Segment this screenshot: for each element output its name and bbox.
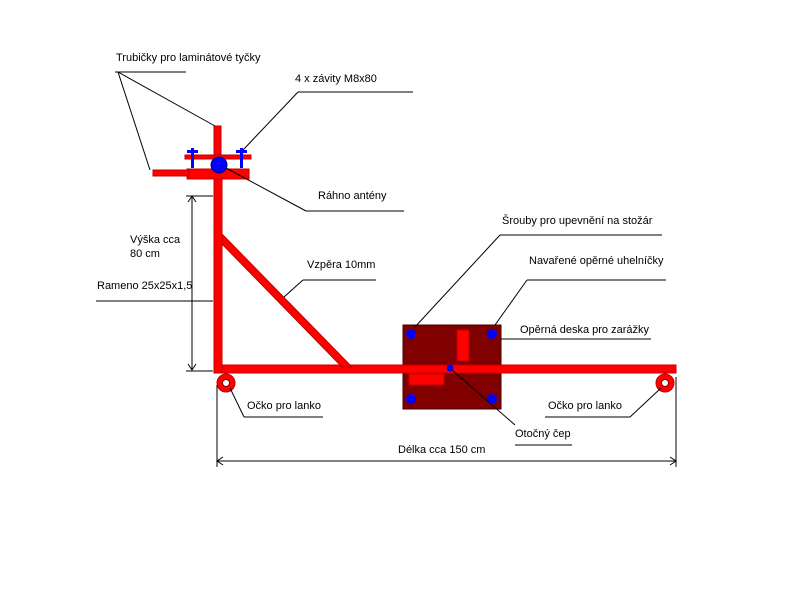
dim-height-arrow-top [187, 195, 197, 203]
label-arm: Rameno 25x25x1,5 [97, 280, 192, 292]
clamp-bolt-icon [191, 148, 194, 168]
leader-eye-right [629, 387, 662, 418]
leader-screws [413, 234, 501, 329]
boom-icon [210, 156, 228, 174]
leader-eye-left [229, 387, 245, 418]
label-height: Výška cca [130, 234, 181, 246]
leader-strut [283, 279, 304, 298]
label-tubes: Trubičky pro laminátové tyčky [116, 52, 261, 64]
label-height-value: 80 cm [130, 248, 160, 260]
label-threads: 4 x závity M8x80 [295, 73, 377, 85]
dim-length-arrow-right [669, 456, 677, 466]
leader-boom [225, 167, 307, 212]
label-eye-left: Očko pro lanko [247, 400, 321, 412]
eye-left-hole [222, 379, 230, 387]
label-length: Délka cca 150 cm [398, 444, 485, 456]
rod-tube [152, 169, 190, 177]
eye-right-hole [661, 379, 669, 387]
leader-lines [96, 71, 677, 467]
label-plate: Opěrná deska pro zarážky [520, 324, 650, 336]
plate-screw-icon [406, 329, 416, 339]
clamp-bolt-icon [240, 148, 243, 168]
label-screws: Šrouby pro upevnění na stožár [502, 214, 653, 227]
vertical-arm [213, 169, 223, 374]
strut [221, 232, 354, 368]
leader-angles [494, 279, 528, 326]
stop-bar-vertical [456, 329, 470, 362]
label-strut: Vzpěra 10mm [307, 259, 375, 271]
label-boom: Ráhno antény [318, 190, 387, 202]
plate-screw-icon [406, 394, 416, 404]
dim-height-arrow-bottom [187, 363, 197, 371]
leader-tubes-2 [117, 71, 216, 127]
clamp-bolt-icon [187, 150, 198, 153]
top-tube [213, 125, 222, 157]
plate-screw-icon [487, 329, 497, 339]
leader-pivot [451, 369, 516, 426]
dim-length-arrow-left [216, 456, 224, 466]
label-angles: Navařené opěrné uhelníčky [529, 255, 664, 267]
plate-screw-icon [487, 394, 497, 404]
pivot-icon [446, 364, 454, 372]
leader-threads [242, 91, 299, 151]
leader-tubes-1 [117, 71, 151, 171]
clamp-bolt-icon [236, 150, 247, 153]
label-pivot: Otočný čep [515, 428, 571, 440]
label-eye-right: Očko pro lanko [548, 400, 622, 412]
main-beam [213, 364, 677, 374]
stop-bar-horizontal [408, 373, 445, 386]
